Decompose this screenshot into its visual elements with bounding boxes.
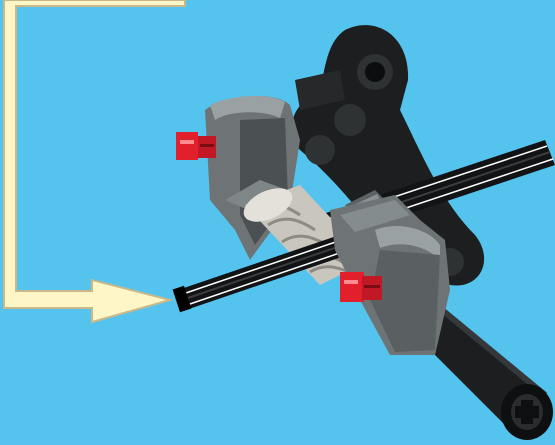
liftarm-hole-icon [365,62,385,82]
red-connector-pin-left-icon [176,132,216,160]
liftarm-hole-icon [305,135,335,165]
liftarm-hole-icon [334,104,366,136]
red-connector-pin-right-icon [340,272,382,302]
